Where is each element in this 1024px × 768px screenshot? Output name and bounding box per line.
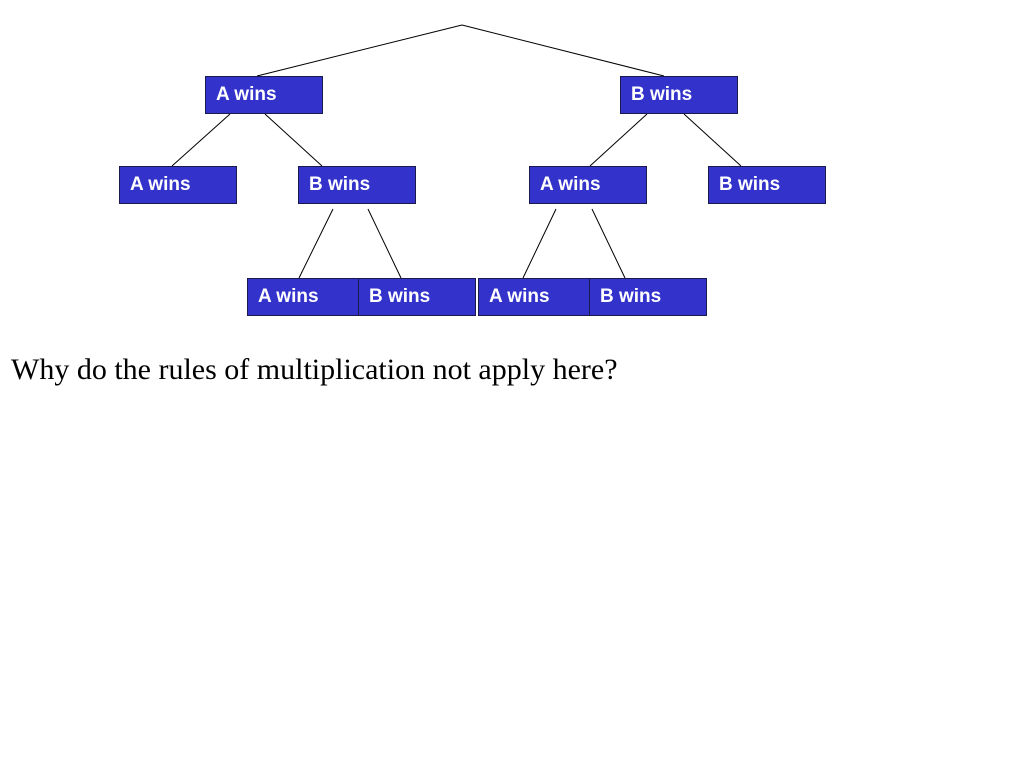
node-a-wins-after-ba: A wins <box>478 278 596 316</box>
branch-a-to-ab <box>264 113 323 167</box>
node-a-wins-round-1: A wins <box>205 76 323 114</box>
node-b-wins-after-ba: B wins <box>589 278 707 316</box>
branch-b-to-bb <box>683 113 742 167</box>
branch-ba-to-bab <box>591 208 626 279</box>
node-b-wins-after-ab: B wins <box>358 278 476 316</box>
node-a-wins-after-b: A wins <box>529 166 647 204</box>
node-b-wins-after-a: B wins <box>298 166 416 204</box>
node-b-wins-after-b: B wins <box>708 166 826 204</box>
branch-root-to-a <box>256 24 463 77</box>
node-b-wins-round-1: B wins <box>620 76 738 114</box>
branch-root-to-b <box>461 24 665 77</box>
branch-b-to-ba <box>589 113 648 167</box>
node-a-wins-after-ab: A wins <box>247 278 365 316</box>
branch-ab-to-aba <box>298 208 334 279</box>
branch-ab-to-abb <box>367 208 402 279</box>
branch-ba-to-baa <box>522 208 557 279</box>
question-text: Why do the rules of multiplication not a… <box>11 353 618 386</box>
node-a-wins-after-a: A wins <box>119 166 237 204</box>
branch-a-to-aa <box>171 113 231 167</box>
